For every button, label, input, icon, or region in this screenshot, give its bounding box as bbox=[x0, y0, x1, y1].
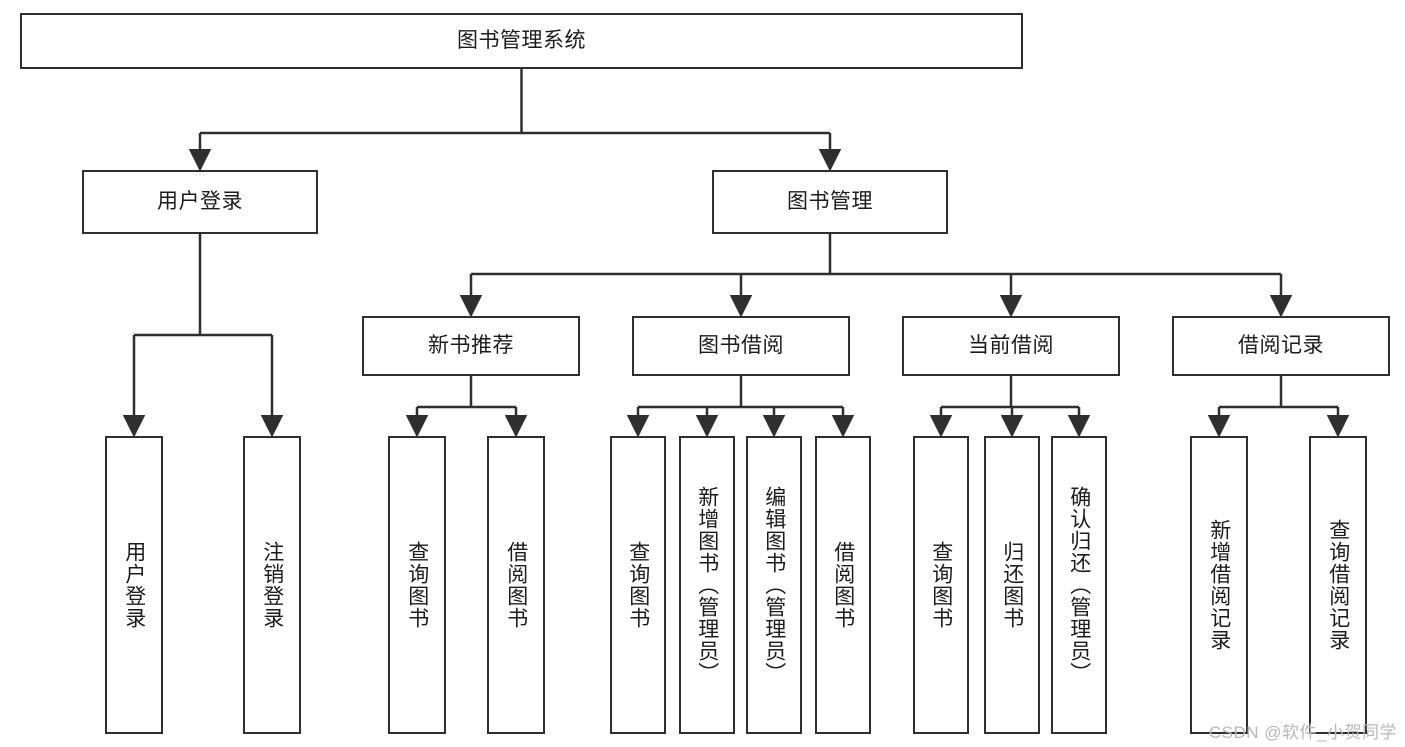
node-leaf_10[interactable]: 确认归还（管理员） bbox=[1051, 436, 1107, 734]
node-label: 注销登录 bbox=[260, 541, 284, 629]
node-label: 新增借阅记录 bbox=[1207, 519, 1231, 651]
node-label: 确认归还（管理员） bbox=[1067, 486, 1091, 684]
node-label: 图书管理系统 bbox=[457, 29, 586, 53]
node-leaf_7[interactable]: 借阅图书 bbox=[815, 436, 871, 734]
node-root[interactable]: 图书管理系统 bbox=[20, 13, 1023, 69]
node-l3_0[interactable]: 新书推荐 bbox=[362, 316, 580, 376]
node-label: 新书推荐 bbox=[428, 334, 514, 358]
node-label: 图书借阅 bbox=[698, 334, 784, 358]
node-leaf_2[interactable]: 查询图书 bbox=[388, 436, 446, 734]
node-label: 查询图书 bbox=[405, 541, 429, 629]
node-l2_1[interactable]: 图书管理 bbox=[712, 170, 948, 234]
node-label: 归还图书 bbox=[1000, 541, 1024, 629]
node-leaf_0[interactable]: 用户登录 bbox=[105, 436, 163, 734]
node-l3_2[interactable]: 当前借阅 bbox=[902, 316, 1120, 376]
node-label: 图书管理 bbox=[787, 190, 873, 214]
node-leaf_11[interactable]: 新增借阅记录 bbox=[1190, 436, 1248, 734]
node-label: 用户登录 bbox=[122, 541, 146, 629]
node-label: 新增图书（管理员） bbox=[695, 486, 719, 684]
node-label: 当前借阅 bbox=[968, 334, 1054, 358]
node-label: 借阅记录 bbox=[1238, 334, 1324, 358]
node-leaf_4[interactable]: 查询图书 bbox=[610, 436, 666, 734]
node-label: 用户登录 bbox=[157, 190, 243, 214]
node-l3_3[interactable]: 借阅记录 bbox=[1172, 316, 1390, 376]
node-label: 借阅图书 bbox=[831, 541, 855, 629]
node-leaf_5[interactable]: 新增图书（管理员） bbox=[679, 436, 735, 734]
edge-group bbox=[122, 69, 1350, 438]
node-leaf_6[interactable]: 编辑图书（管理员） bbox=[746, 436, 802, 734]
node-l3_1[interactable]: 图书借阅 bbox=[632, 316, 850, 376]
node-leaf_3[interactable]: 借阅图书 bbox=[487, 436, 545, 734]
node-label: 编辑图书（管理员） bbox=[762, 486, 786, 684]
node-label: 查询图书 bbox=[626, 541, 650, 629]
node-leaf_8[interactable]: 查询图书 bbox=[913, 436, 969, 734]
node-label: 查询借阅记录 bbox=[1326, 519, 1350, 651]
node-leaf_12[interactable]: 查询借阅记录 bbox=[1309, 436, 1367, 734]
node-leaf_9[interactable]: 归还图书 bbox=[984, 436, 1040, 734]
node-leaf_1[interactable]: 注销登录 bbox=[243, 436, 301, 734]
node-l2_0[interactable]: 用户登录 bbox=[82, 170, 318, 234]
watermark-text: CSDN @软件_小贺同学 bbox=[1208, 723, 1397, 742]
node-label: 查询图书 bbox=[929, 541, 953, 629]
node-label: 借阅图书 bbox=[504, 541, 528, 629]
